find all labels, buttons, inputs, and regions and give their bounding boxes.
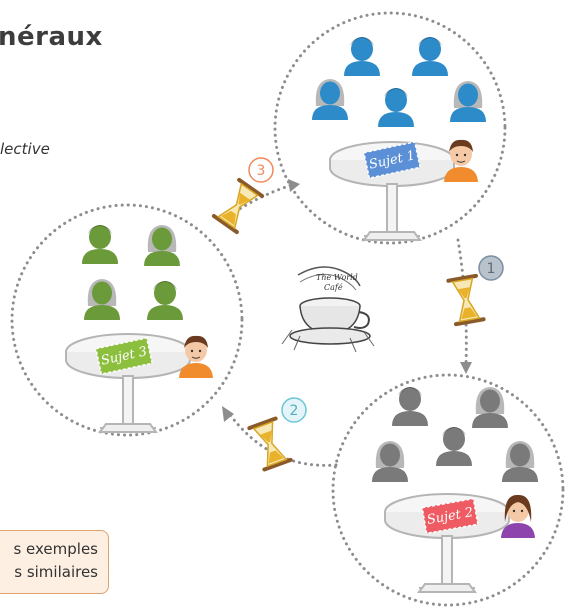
step-2-number: 2 xyxy=(290,403,299,419)
sujet-3-tag: Sujet 3 xyxy=(94,336,154,376)
person-icon xyxy=(472,387,508,428)
person-icon xyxy=(147,281,183,320)
person-icon xyxy=(312,79,348,120)
coffee-cup-icon: The World Café xyxy=(281,266,375,353)
step-1-number: 1 xyxy=(487,261,496,277)
group-sujet-1: Sujet 1 xyxy=(312,37,486,241)
cafe-logo-line1: The World xyxy=(316,273,358,282)
person-icon xyxy=(436,427,472,466)
step-2-badge xyxy=(281,397,307,423)
person-icon xyxy=(502,441,538,482)
person-icon xyxy=(84,279,120,320)
step-1-badge xyxy=(478,255,504,281)
person-icon xyxy=(372,441,408,482)
group-circle-sujet-2 xyxy=(331,373,565,607)
note-line-1: s exemples xyxy=(13,540,98,558)
group-circle-sujet-1 xyxy=(273,11,507,245)
step-3-number: 3 xyxy=(257,163,266,179)
group-circle-sujet-3 xyxy=(10,203,244,437)
facilitator-icon xyxy=(501,494,535,538)
group-sujet-3: Sujet 3 xyxy=(65,225,214,433)
group-sujet-2: Sujet 2 xyxy=(372,387,538,593)
note-box: s exemples s similaires xyxy=(0,530,109,594)
person-icon xyxy=(378,88,414,127)
note-line-2: s similaires xyxy=(14,563,98,581)
cafe-logo-line2: Café xyxy=(324,283,343,292)
hourglass-icon-step-1 xyxy=(446,273,486,327)
person-icon xyxy=(392,387,428,426)
person-icon xyxy=(144,225,180,266)
person-icon xyxy=(344,37,380,76)
slide-title: néraux xyxy=(0,22,103,52)
person-icon xyxy=(412,37,448,76)
slide-subtitle: lective xyxy=(0,140,50,158)
person-icon xyxy=(82,225,118,264)
hourglass-icon-step-3 xyxy=(211,177,265,235)
step-3-badge xyxy=(248,157,274,183)
person-icon xyxy=(450,81,486,122)
hourglass-icon-step-2 xyxy=(247,416,293,472)
sujet-1-tag: Sujet 1 xyxy=(362,140,422,180)
